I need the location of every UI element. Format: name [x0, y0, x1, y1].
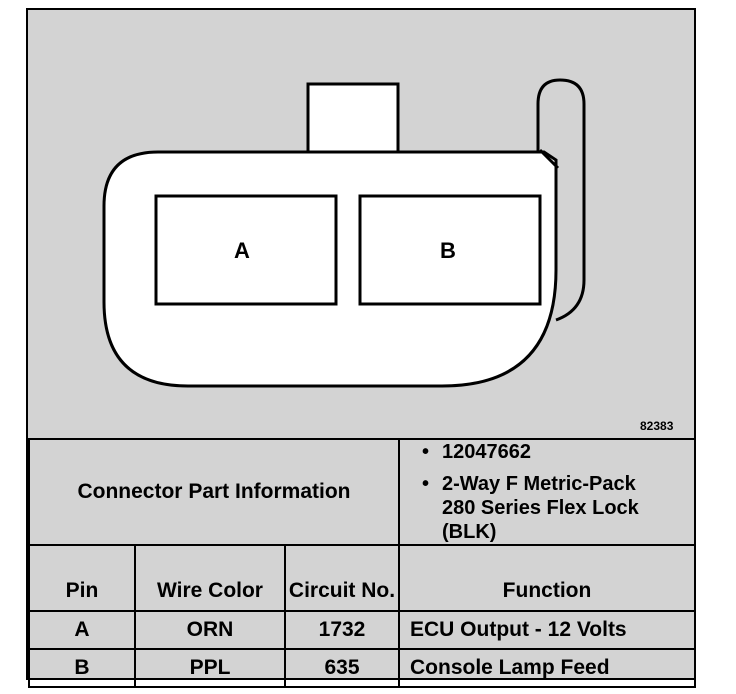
connector-type: 2-Way F Metric-Pack: [422, 472, 694, 496]
cell-circuit: 1732: [284, 610, 400, 650]
connector-series: 280 Series Flex Lock (BLK): [442, 497, 639, 543]
table-header-row: Pin Wire Color Circuit No. Function: [28, 544, 696, 612]
pin-label-b: B: [440, 238, 456, 263]
locking-tab: [306, 82, 400, 154]
pin-cavity-a: [154, 194, 338, 306]
table-row: A ORN 1732 ECU Output - 12 Volts: [28, 610, 696, 650]
cell-pin: B: [28, 648, 136, 688]
connector-figure: A B 82383 Connector Part Information 120…: [26, 8, 696, 688]
pinout-table: Connector Part Information 12047662 2-Wa…: [28, 438, 696, 688]
header-wire-color: Wire Color: [134, 544, 286, 612]
connector-info-list: 12047662 2-Way F Metric-Pack 280 Series …: [398, 438, 696, 546]
cell-wire-color: PPL: [134, 648, 286, 688]
pin-cavity-b: [358, 194, 542, 306]
cell-pin: A: [28, 610, 136, 650]
connector-info-label: Connector Part Information: [28, 438, 400, 546]
figure-number: 82383: [640, 419, 674, 433]
table-row: B PPL 635 Console Lamp Feed: [28, 648, 696, 688]
flex-lock-finger: [536, 78, 586, 322]
cell-circuit: 635: [284, 648, 400, 688]
header-pin: Pin: [28, 544, 136, 612]
cell-function: Console Lamp Feed: [398, 648, 696, 688]
header-circuit-no: Circuit No.: [284, 544, 400, 612]
connector-part-number: 12047662: [422, 440, 694, 464]
cell-wire-color: ORN: [134, 610, 286, 650]
connector-drawing: A B: [102, 78, 586, 388]
connector-info-row: Connector Part Information 12047662 2-Wa…: [28, 438, 696, 546]
cell-function: ECU Output - 12 Volts: [398, 610, 696, 650]
pin-label-a: A: [234, 238, 250, 263]
header-function: Function: [398, 544, 696, 612]
